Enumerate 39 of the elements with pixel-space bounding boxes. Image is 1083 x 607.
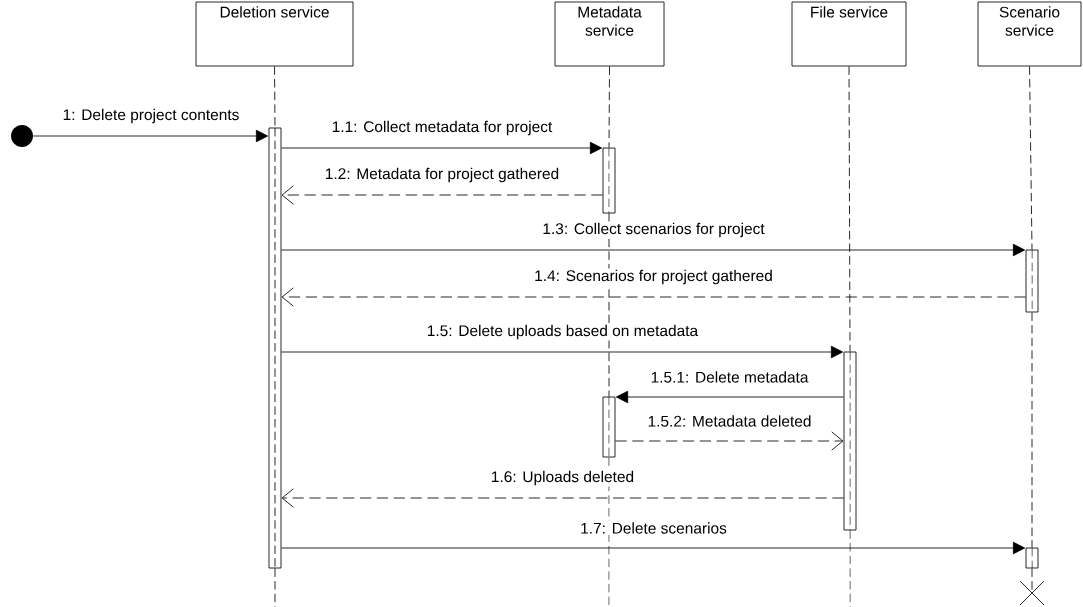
- destruction-mark: [1020, 581, 1044, 605]
- lifeline: [848, 66, 851, 352]
- lifeline-head-box: File service: [791, 1, 907, 67]
- message-arrow: [281, 345, 844, 359]
- lifeline-head-box: Deletion service: [195, 1, 354, 67]
- lifeline: [1029, 66, 1033, 250]
- lifeline: [608, 66, 610, 148]
- lifeline-head-box: Metadata service: [554, 1, 665, 67]
- message-label: 1.5.2: Metadata deleted: [646, 413, 813, 429]
- lifeline: [608, 213, 610, 397]
- activation-bar: [602, 396, 616, 458]
- message-label: 1.5: Delete uploads based on metadata: [425, 323, 700, 341]
- message-label: 1.6: Uploads deleted: [489, 469, 636, 487]
- message-arrow: [281, 541, 1026, 555]
- lifeline-head-box: Scenario service: [977, 1, 1082, 67]
- message-label: 1.1: Collect metadata for project: [330, 119, 554, 137]
- message-label: 1.5.1: Delete metadata: [649, 369, 810, 385]
- activation-bar: [843, 351, 857, 531]
- message-arrow: [281, 287, 1026, 307]
- message-arrow: [615, 431, 844, 451]
- message-arrow: [281, 185, 603, 205]
- activation-bar: [268, 127, 282, 569]
- message-arrow: [33, 129, 269, 143]
- activation-bar: [1025, 249, 1039, 313]
- message-label: 1: Delete project contents: [61, 107, 241, 125]
- message-label: 1.3: Collect scenarios for project: [540, 221, 767, 239]
- lifeline: [274, 568, 276, 607]
- message-arrow: [281, 243, 1026, 257]
- start-dot: [11, 125, 33, 147]
- message-arrow: [615, 390, 844, 404]
- message-label: 1.2: Metadata for project gathered: [323, 166, 561, 184]
- lifeline: [1031, 312, 1033, 548]
- message-label: 1.4: Scenarios for project gathered: [532, 268, 775, 286]
- lifeline: [274, 66, 276, 128]
- message-arrow: [281, 141, 603, 155]
- message-arrow: [281, 488, 844, 508]
- message-label: 1.7: Delete scenarios: [578, 520, 729, 536]
- activation-bar: [602, 147, 616, 214]
- activation-bar: [1025, 547, 1039, 569]
